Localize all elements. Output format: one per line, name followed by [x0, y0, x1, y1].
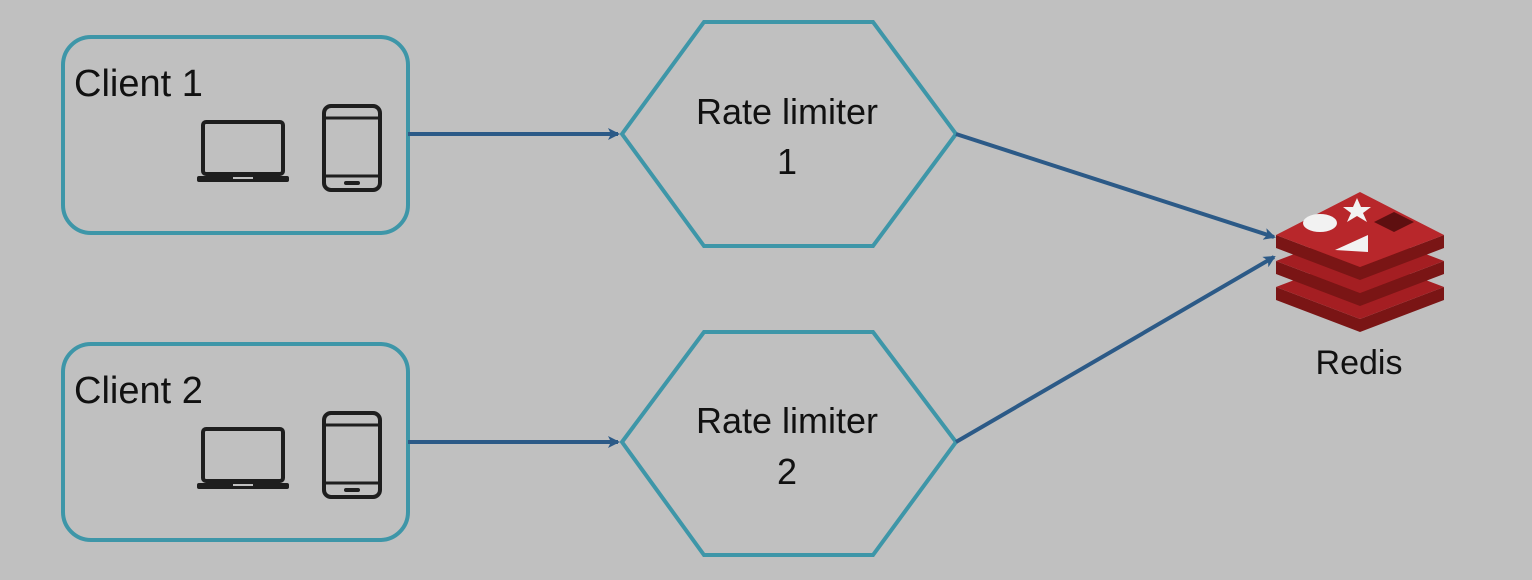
phone-icon: [322, 104, 382, 192]
rate-limiter-1-number: 1: [777, 141, 797, 182]
laptop-icon: [197, 427, 289, 489]
redis-logo-icon: [1276, 192, 1444, 332]
redis-label: Redis: [1316, 344, 1403, 382]
arrow-rate-limiter-1-to-redis: [955, 132, 1276, 240]
arrow-rate-limiter-2-to-redis: [954, 255, 1276, 444]
client-2-label: Client 2: [74, 370, 203, 412]
client-2-box: Client 2: [61, 342, 410, 542]
rate-limiter-1-hexagon: [619, 20, 959, 248]
rate-limiter-2-label: Rate limiter: [696, 400, 878, 441]
phone-icon: [322, 411, 382, 499]
rate-limiter-2-number: 2: [777, 451, 797, 492]
rate-limiter-2-hexagon: [619, 330, 959, 557]
rate-limiter-2-node: Rate limiter 2: [619, 330, 959, 557]
client-1-box: Client 1: [61, 35, 410, 235]
laptop-icon: [197, 120, 289, 182]
rate-limiter-1-node: Rate limiter 1: [619, 20, 959, 248]
client-1-label: Client 1: [74, 63, 203, 105]
rate-limiter-1-label: Rate limiter: [696, 91, 878, 132]
